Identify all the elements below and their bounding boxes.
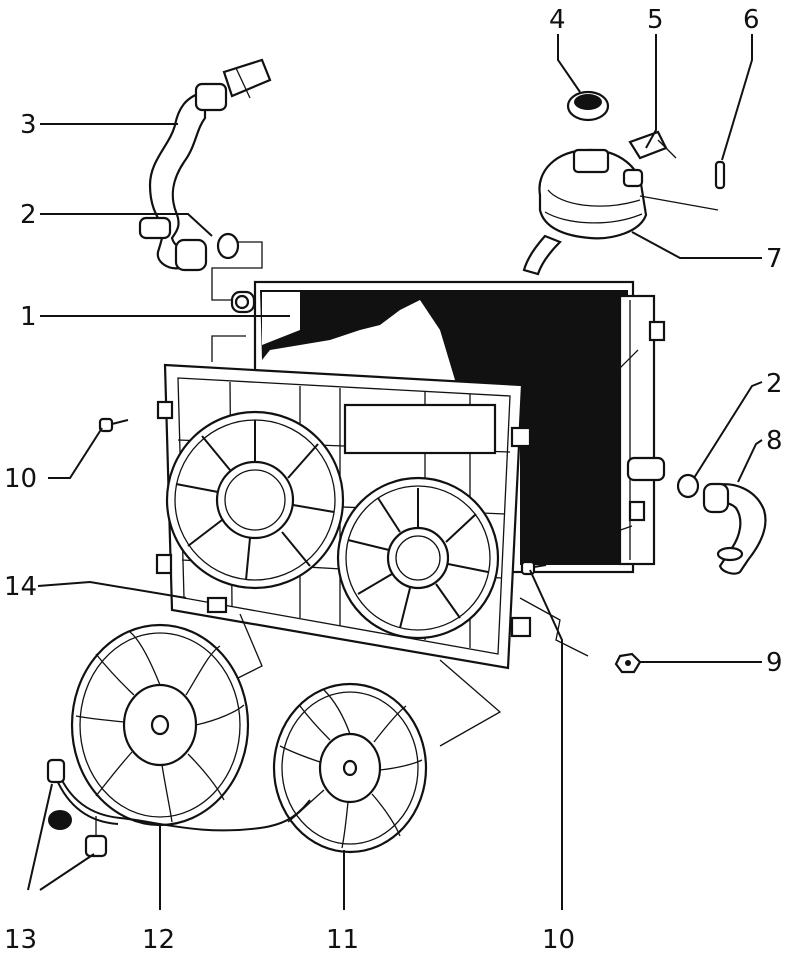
expansion-tank: [522, 148, 648, 276]
callout-10-bottom: 10: [542, 925, 575, 955]
retaining-pin: [714, 160, 726, 190]
callout-2-lower: 2: [766, 369, 783, 399]
assembly-guide-lines: [237, 349, 639, 747]
callout-6: 6: [743, 5, 760, 35]
seal-ring-lower: [676, 473, 700, 499]
fan-shroud: [155, 363, 532, 670]
wiring-harness: [46, 758, 311, 858]
callout-11: 11: [326, 925, 359, 955]
pin-guide-line: [639, 195, 719, 211]
callout-1: 1: [20, 302, 37, 332]
screw-left: [98, 417, 129, 433]
callout-4: 4: [549, 5, 566, 35]
callout-7: 7: [766, 244, 783, 274]
filler-cap: [566, 90, 610, 122]
callout-9: 9: [766, 648, 783, 678]
fan-small: [272, 682, 428, 854]
callout-10-left: 10: [4, 464, 37, 494]
callout-2-upper: 2: [20, 200, 37, 230]
callout-12: 12: [142, 925, 175, 955]
seal-ring-upper: [216, 232, 240, 260]
lower-hose: [702, 482, 767, 575]
callout-13: 13: [4, 925, 37, 955]
callout-14: 14: [4, 572, 37, 602]
hose-bracket-lines: [211, 241, 263, 301]
fan-large: [70, 623, 250, 827]
nut: [614, 652, 642, 674]
shroud-bracket-lines: [211, 335, 246, 362]
leader-lines: [27, 34, 763, 910]
callout-5: 5: [647, 5, 664, 35]
upper-hose: [138, 58, 272, 272]
callout-8: 8: [766, 426, 783, 456]
callout-3: 3: [20, 110, 37, 140]
